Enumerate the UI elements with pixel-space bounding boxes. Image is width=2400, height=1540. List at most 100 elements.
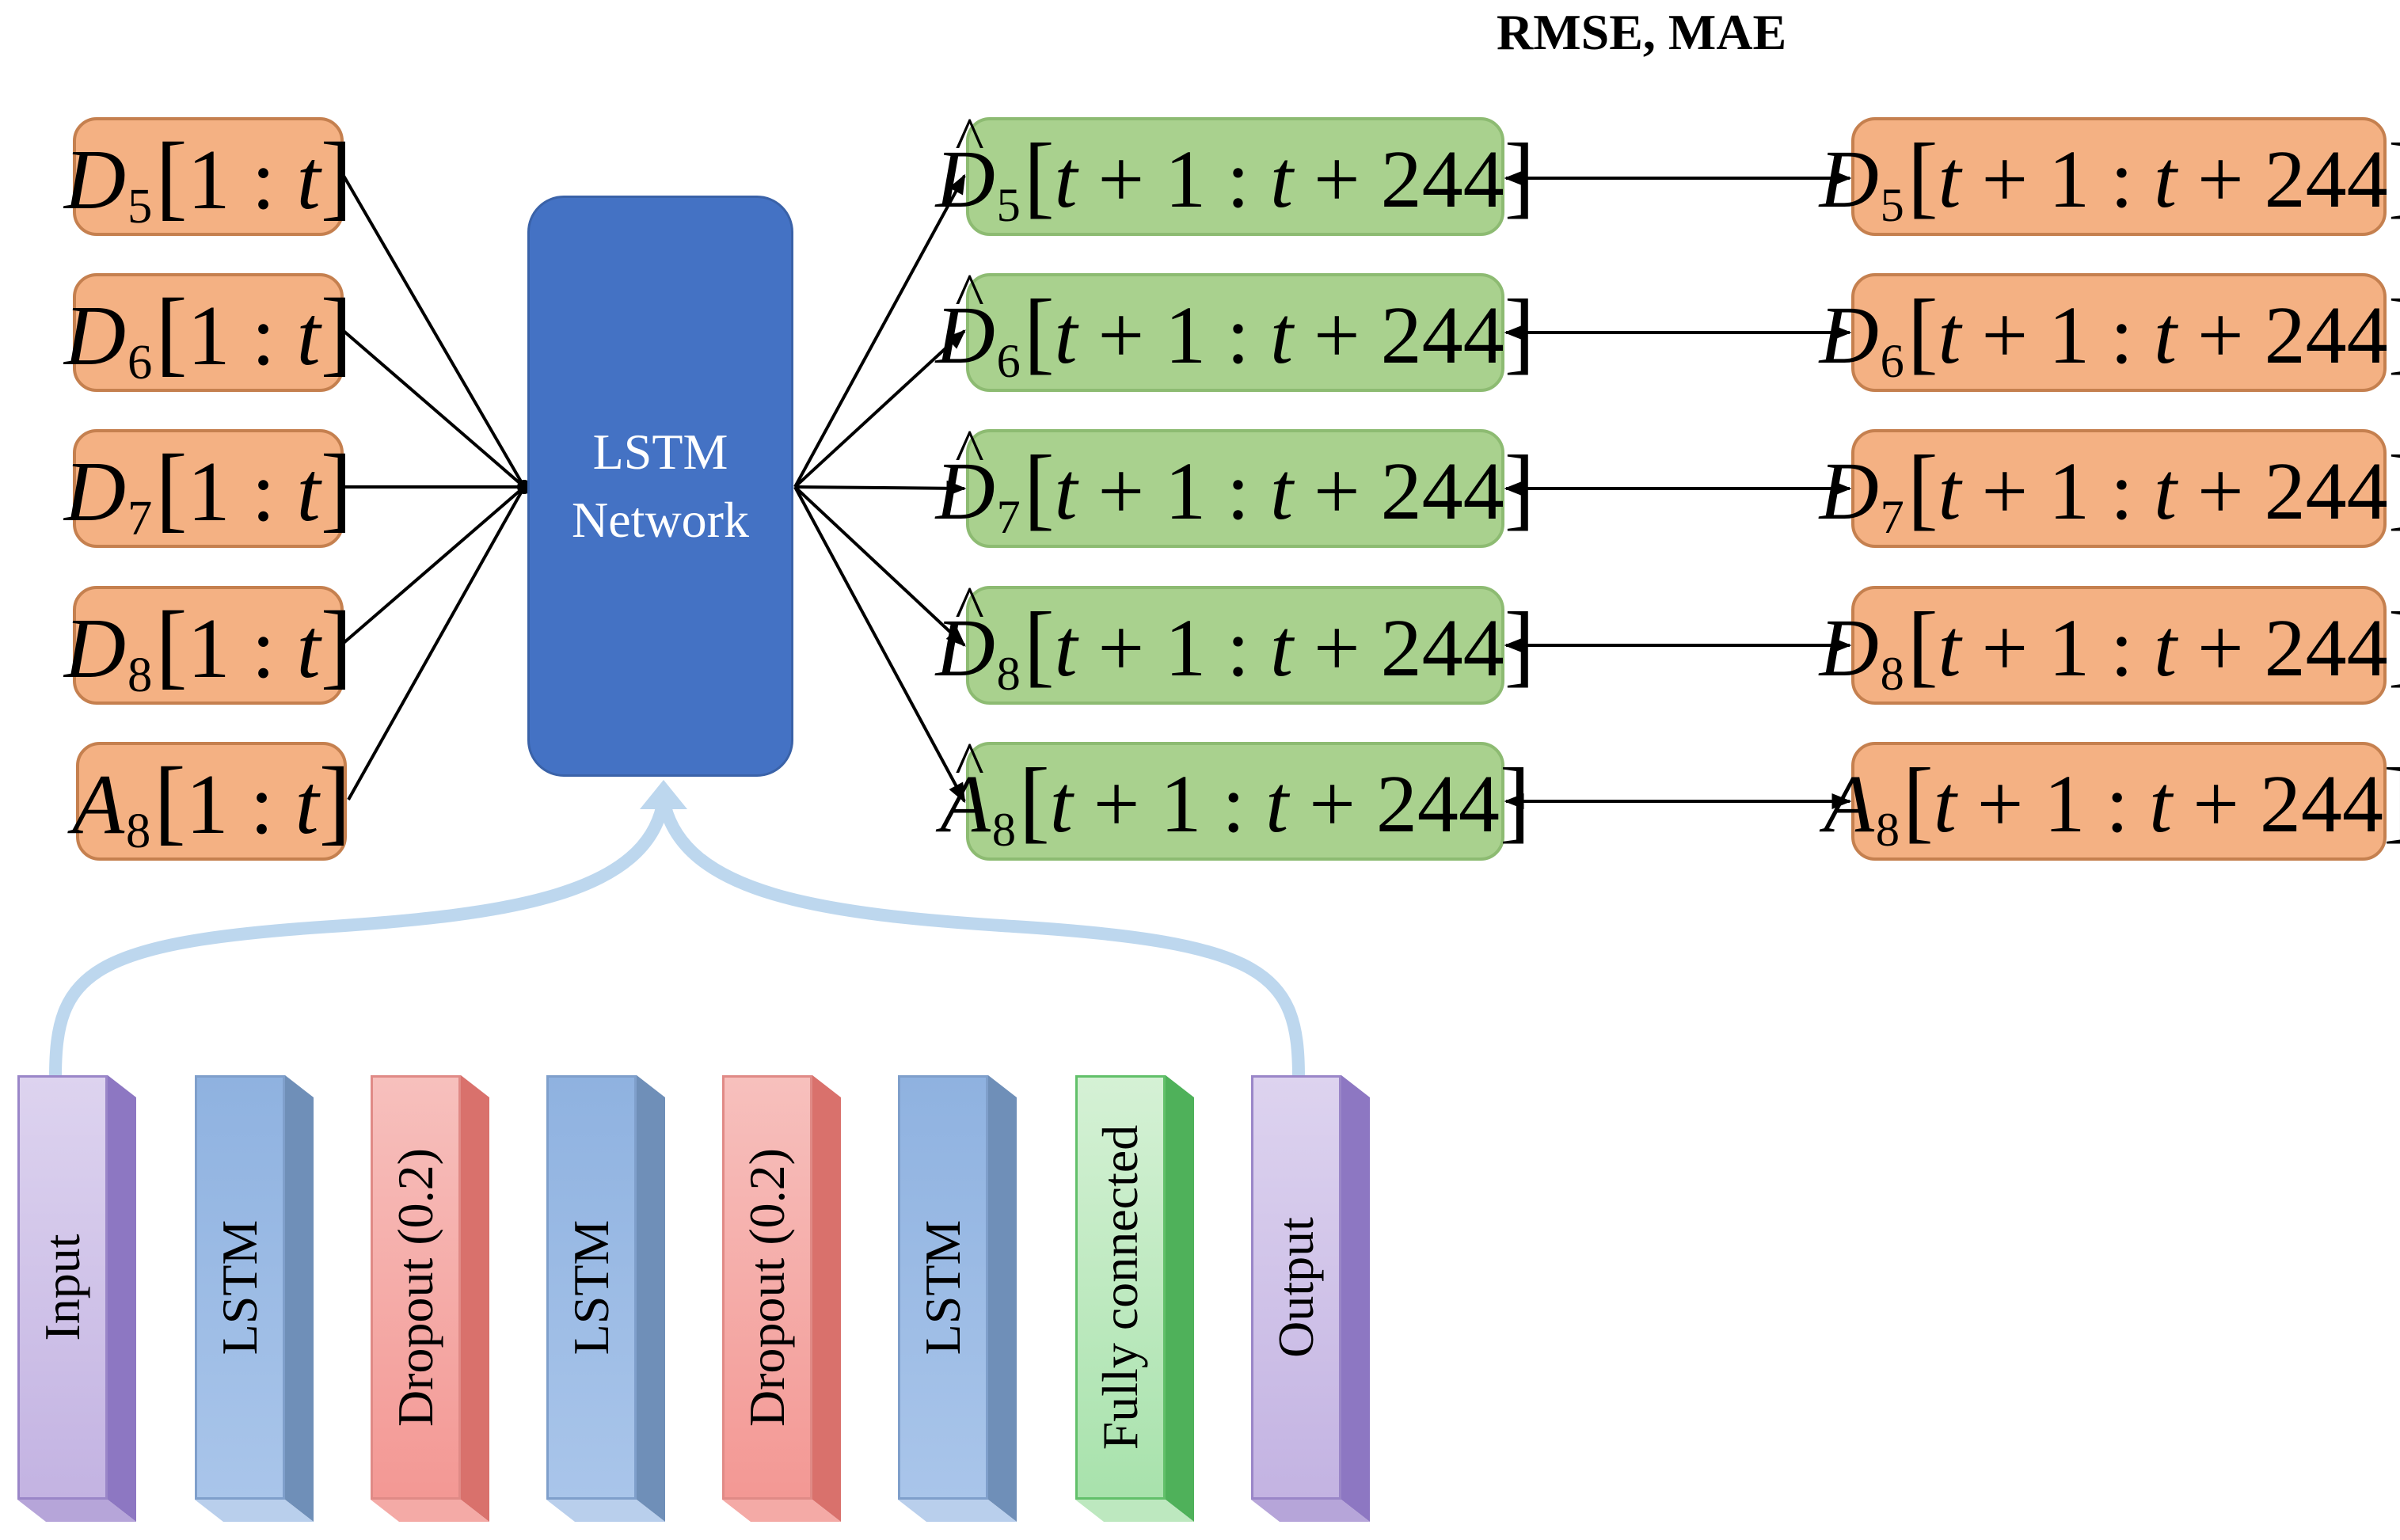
bracket-open: [	[155, 591, 188, 698]
bracket-close: ]	[320, 279, 352, 386]
series-subscript: 8	[1880, 648, 1904, 702]
layer-block: Fully connected	[1075, 1075, 1194, 1522]
series-subscript: 8	[996, 648, 1021, 702]
lstm-network-block: LSTM Network	[527, 196, 793, 777]
series-expression: A^8[t + 1 : t + 244]	[940, 733, 1531, 857]
prediction-series-box: D^6[t + 1 : t + 244]	[936, 264, 1535, 392]
series-range: t + 1 : t + 244	[1054, 290, 1504, 381]
hat-mark: ^	[955, 105, 984, 174]
series-variable: D	[1820, 288, 1879, 382]
layer-front-face	[898, 1075, 988, 1500]
bracket-close: ]	[1499, 750, 1531, 852]
bracket-open: [	[154, 747, 186, 854]
prediction-series-box: A^8[t + 1 : t + 244]	[940, 733, 1531, 861]
series-expression: D^5[t + 1 : t + 244]	[936, 108, 1535, 232]
series-subscript: 8	[991, 804, 1017, 857]
hat-mark: ^	[955, 260, 984, 330]
series-symbol: D	[1819, 134, 1879, 225]
series-variable: D	[64, 131, 126, 230]
layer-side-face	[1341, 1075, 1370, 1522]
layer-side-face	[812, 1075, 841, 1522]
series-variable: D	[64, 287, 126, 386]
series-symbol: A	[940, 759, 991, 850]
series-subscript: 8	[127, 647, 153, 703]
bracket-close: ]	[2388, 592, 2400, 698]
network-label-line2: Network	[572, 492, 749, 548]
series-subscript: 7	[127, 490, 153, 546]
series-symbol: D	[935, 603, 995, 694]
series-symbol: D	[1819, 290, 1879, 381]
layer-front-face	[722, 1075, 812, 1500]
series-subscript: 5	[127, 178, 153, 234]
layer-label: Dropout (0.2)	[387, 1148, 443, 1427]
architecture-feed-arrow	[49, 798, 1305, 1078]
bracket-close: ]	[318, 747, 351, 854]
series-variable: D^	[935, 577, 995, 695]
bracket-open: [	[1907, 281, 1938, 383]
layer-block: Dropout (0.2)	[722, 1075, 841, 1522]
series-range: t + 1 : t + 244	[1938, 290, 2388, 381]
layer-label: Fully connected	[1092, 1124, 1148, 1451]
series-range: t + 1 : t + 244	[1054, 134, 1504, 225]
ground-truth-series-box: D5[t + 1 : t + 244]	[1820, 117, 2400, 236]
series-subscript: 5	[996, 179, 1021, 233]
series-symbol: D	[935, 290, 995, 381]
series-variable: A	[72, 756, 124, 854]
bracket-open: [	[1023, 594, 1055, 696]
bracket-open: [	[155, 279, 188, 386]
series-symbol: D	[64, 601, 127, 696]
series-expression: A8[t + 1 : t + 244]	[1824, 748, 2400, 857]
layer-side-face	[1166, 1075, 1194, 1522]
series-variable: D^	[935, 420, 995, 538]
series-subscript: 8	[1875, 804, 1900, 857]
series-range: t + 1 : t + 244	[1938, 134, 2388, 225]
layer-front-face	[371, 1075, 461, 1500]
bracket-open: [	[1903, 750, 1934, 852]
layer-label: Dropout (0.2)	[739, 1148, 795, 1427]
layer-block: LSTM	[898, 1075, 1017, 1522]
bracket-open: [	[155, 123, 188, 230]
comparison-arrows	[1504, 170, 1852, 809]
series-symbol: D	[64, 132, 127, 227]
bracket-open: [	[155, 435, 188, 542]
ground-truth-series-box: D8[t + 1 : t + 244]	[1820, 586, 2400, 705]
layer-side-face	[637, 1075, 665, 1522]
series-range: t + 1 : t + 244	[1938, 446, 2388, 537]
bracket-close: ]	[1504, 125, 1535, 227]
series-subscript: 6	[1880, 335, 1904, 389]
series-variable: D^	[936, 108, 995, 226]
layer-front-face	[17, 1075, 108, 1500]
series-variable: D	[64, 600, 126, 698]
series-symbol: D	[935, 446, 995, 537]
series-range: t + 1 : t + 244	[1049, 759, 1500, 850]
layer-label: Output	[1268, 1217, 1324, 1358]
series-subscript: 7	[996, 491, 1021, 545]
bracket-open: [	[1019, 750, 1050, 852]
series-expression: D7[t + 1 : t + 244]	[1820, 435, 2400, 544]
prediction-series-box: D^8[t + 1 : t + 244]	[936, 577, 1535, 705]
hat-mark: ^	[955, 573, 984, 643]
series-variable: D	[64, 443, 126, 542]
series-symbol: D	[1819, 446, 1879, 537]
series-expression: D6[t + 1 : t + 244]	[1820, 279, 2400, 388]
bracket-close: ]	[2388, 124, 2400, 230]
metric-label: RMSE, MAE	[1497, 4, 1787, 60]
series-variable: A	[1824, 757, 1874, 851]
layer-label: Input	[34, 1234, 90, 1341]
layer-label: LSTM	[211, 1219, 268, 1356]
layer-front-face	[195, 1075, 285, 1500]
series-range: 1 : t	[185, 757, 319, 852]
series-variable: D	[1820, 444, 1879, 538]
ground-truth-series-box: D6[t + 1 : t + 244]	[1820, 273, 2400, 392]
series-symbol: D	[1819, 603, 1879, 694]
output-connectors	[793, 173, 967, 804]
bracket-open: [	[1907, 437, 1938, 539]
series-expression: D^7[t + 1 : t + 244]	[935, 420, 1535, 544]
